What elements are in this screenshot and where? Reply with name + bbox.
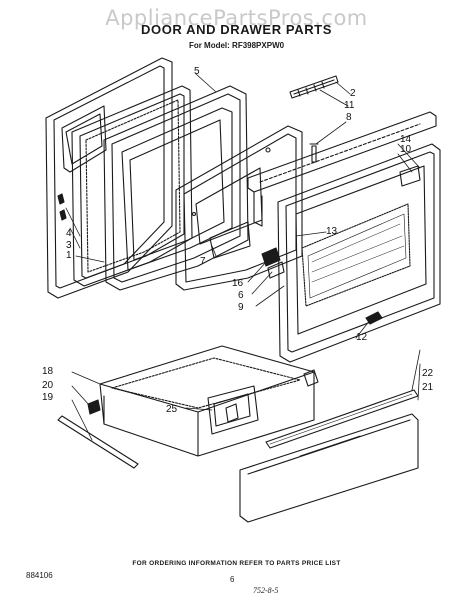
callout-4: 4 bbox=[66, 228, 72, 239]
leader-lines bbox=[65, 73, 421, 441]
door-insulation-frame bbox=[103, 85, 249, 291]
callout-22: 22 bbox=[422, 368, 434, 379]
glass-door-panel bbox=[277, 143, 441, 363]
door-gasket-frame bbox=[71, 85, 193, 287]
callout-14: 14 bbox=[400, 134, 412, 145]
outer-door-panel bbox=[45, 57, 173, 299]
callout-16: 16 bbox=[232, 278, 244, 289]
model-label: For Model: RF398PXPW0 bbox=[188, 41, 285, 50]
page-number: 6 bbox=[230, 575, 235, 584]
callout-21: 21 bbox=[422, 382, 434, 393]
callout-10: 10 bbox=[400, 144, 412, 155]
callout-8: 8 bbox=[346, 112, 352, 123]
vent-trim bbox=[289, 75, 339, 99]
callout-6: 6 bbox=[238, 290, 244, 301]
callout-9: 9 bbox=[238, 302, 244, 313]
callout-3: 3 bbox=[66, 240, 72, 251]
diagram-title: DOOR AND DRAWER PARTS bbox=[141, 22, 332, 37]
callout-7: 7 bbox=[200, 256, 206, 267]
callout-numbers: 1 2 3 4 5 6 7 8 9 10 11 12 13 14 16 18 1… bbox=[42, 66, 434, 415]
callout-5: 5 bbox=[194, 66, 200, 77]
revision-mark: 752-8-5 bbox=[253, 586, 279, 595]
oven-front-frame bbox=[247, 111, 437, 227]
callout-19: 19 bbox=[42, 392, 54, 403]
callout-1: 1 bbox=[66, 250, 72, 261]
callout-13: 13 bbox=[326, 226, 338, 237]
callout-11: 11 bbox=[344, 100, 355, 111]
door-hinge-bracket bbox=[261, 247, 285, 279]
callout-20: 20 bbox=[42, 380, 54, 391]
ordering-note: FOR ORDERING INFORMATION REFER TO PARTS … bbox=[132, 560, 341, 567]
callout-18: 18 bbox=[42, 366, 54, 377]
drawer-rail bbox=[57, 415, 139, 469]
callout-25: 25 bbox=[166, 404, 178, 415]
drawer-front-panel bbox=[239, 413, 419, 523]
drawer-body bbox=[87, 345, 319, 457]
callout-2: 2 bbox=[350, 88, 356, 99]
watermark: AppliancePartsPros.com bbox=[105, 6, 368, 30]
drawing-code: 884106 bbox=[26, 571, 53, 580]
callout-12: 12 bbox=[356, 332, 368, 343]
